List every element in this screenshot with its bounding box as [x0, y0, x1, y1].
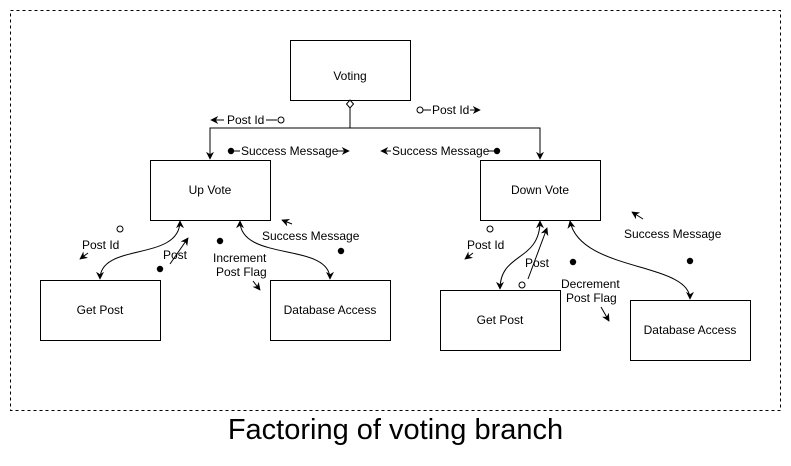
- connector-downvote-getpost: [496, 220, 544, 290]
- flow-label: Post Flag: [566, 291, 617, 305]
- box-up-get-post[interactable]: [40, 280, 161, 341]
- flow-label: Post Flag: [216, 265, 267, 279]
- box-up-database[interactable]: [270, 280, 391, 341]
- box-up-vote[interactable]: [150, 160, 271, 221]
- flow-label: Decrement: [561, 277, 620, 291]
- flow-arrow: [464, 251, 474, 260]
- flow-label: Increment: [213, 251, 267, 265]
- connector-upvote-getpost: [96, 220, 184, 280]
- flow-arrow: [631, 211, 644, 220]
- flow-arrow: [252, 280, 261, 291]
- flow-arrow: [169, 237, 189, 265]
- figure-caption: Factoring of voting branch: [227, 414, 564, 446]
- box-down-get-post-label: Get Post: [477, 313, 524, 327]
- selection-diamond: [345, 99, 355, 109]
- boundary-frame: [10, 10, 781, 411]
- flow-label: Post Id: [467, 238, 504, 252]
- flow-label: Success Message: [624, 227, 722, 241]
- control-flag-icon: [493, 147, 501, 155]
- box-down-database-label: Database Access: [644, 323, 737, 337]
- flow-label: Post: [163, 248, 188, 262]
- data-couple-icon: [116, 225, 124, 233]
- flow-label: Post: [525, 256, 550, 270]
- box-down-vote-label: Down Vote: [511, 183, 569, 197]
- flow-label: Success Message: [262, 229, 360, 243]
- data-couple-icon: [486, 225, 494, 233]
- connector-voting-upvote: [206, 127, 350, 160]
- control-flag-icon: [227, 147, 235, 155]
- flow-arrow: [281, 218, 293, 227]
- box-up-vote-label: Up Vote: [189, 183, 232, 197]
- box-down-get-post[interactable]: [440, 290, 561, 351]
- data-couple-icon: [277, 116, 285, 124]
- control-flag-icon: [216, 237, 224, 245]
- flow-label: Post Id: [227, 113, 264, 127]
- data-couple-icon: [518, 281, 526, 289]
- flow-label: Post Id: [432, 103, 469, 117]
- connector-upvote-database: [236, 220, 334, 280]
- box-down-database[interactable]: [630, 300, 751, 361]
- connector-voting-downvote: [350, 127, 544, 160]
- flow-label: Post Id: [82, 238, 119, 252]
- control-flag-icon: [686, 257, 694, 265]
- box-up-database-label: Database Access: [284, 303, 377, 317]
- data-couple-icon: [416, 106, 424, 114]
- flow-arrow: [527, 227, 549, 280]
- connector-downvote-database: [567, 220, 694, 300]
- flow-label: Success Message: [392, 144, 490, 158]
- box-voting[interactable]: [290, 40, 411, 101]
- box-voting-label: Voting: [333, 69, 366, 83]
- flow-label: Success Message: [241, 144, 339, 158]
- flow-arrow: [600, 306, 610, 322]
- box-up-get-post-label: Get Post: [77, 303, 124, 317]
- control-flag-icon: [156, 265, 164, 273]
- control-flag-icon: [569, 258, 577, 266]
- flow-arrow: [79, 251, 89, 260]
- control-flag-icon: [337, 247, 345, 255]
